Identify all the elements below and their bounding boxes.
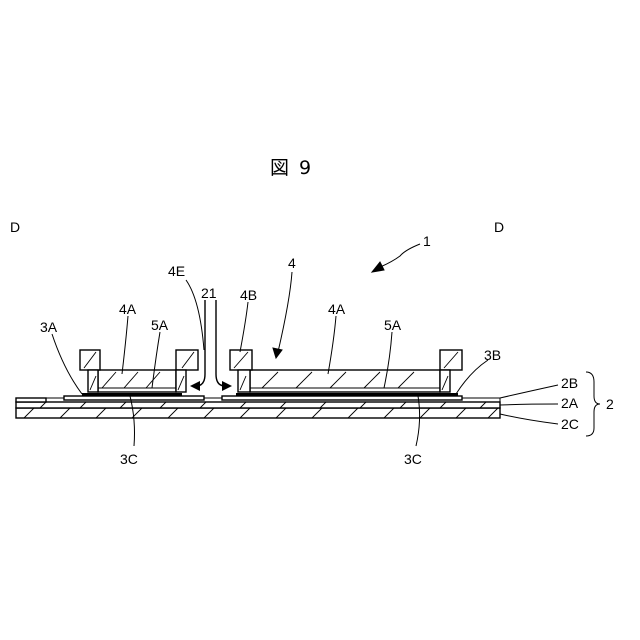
label-3a: 3A <box>40 319 58 335</box>
label-3b: 3B <box>484 347 501 363</box>
label-2a: 2A <box>561 395 579 411</box>
label-4b: 4B <box>240 287 257 303</box>
electrodes-3 <box>64 393 462 400</box>
label-5a-left: 5A <box>151 317 169 333</box>
label-3c-right: 3C <box>404 451 422 467</box>
label-2c: 2C <box>561 416 579 432</box>
label-4e: 4E <box>168 263 185 279</box>
flow-arrows-21 <box>190 300 232 391</box>
bond-3c-left <box>82 393 182 397</box>
label-5a-right: 5A <box>384 317 402 333</box>
bond-3c-right <box>236 393 458 397</box>
electrode-3b <box>222 396 462 400</box>
label-2b: 2B <box>561 375 578 391</box>
label-4a-right: 4A <box>328 301 346 317</box>
layer-2a <box>16 402 500 408</box>
layer-2c <box>16 408 500 418</box>
label-21: 21 <box>201 285 217 301</box>
substrate-2 <box>16 398 500 418</box>
label-3c-left: 3C <box>120 451 138 467</box>
figure-title: 図 9 <box>270 157 313 179</box>
label-1: 1 <box>423 233 431 249</box>
chip-right <box>230 350 462 392</box>
label-4: 4 <box>288 255 296 271</box>
label-4a-left: 4A <box>119 301 137 317</box>
label-d-right: D <box>494 219 504 235</box>
label-2: 2 <box>606 396 614 412</box>
electrode-3a <box>64 396 204 400</box>
label-d-left: D <box>10 219 20 235</box>
chip-left <box>80 350 198 392</box>
